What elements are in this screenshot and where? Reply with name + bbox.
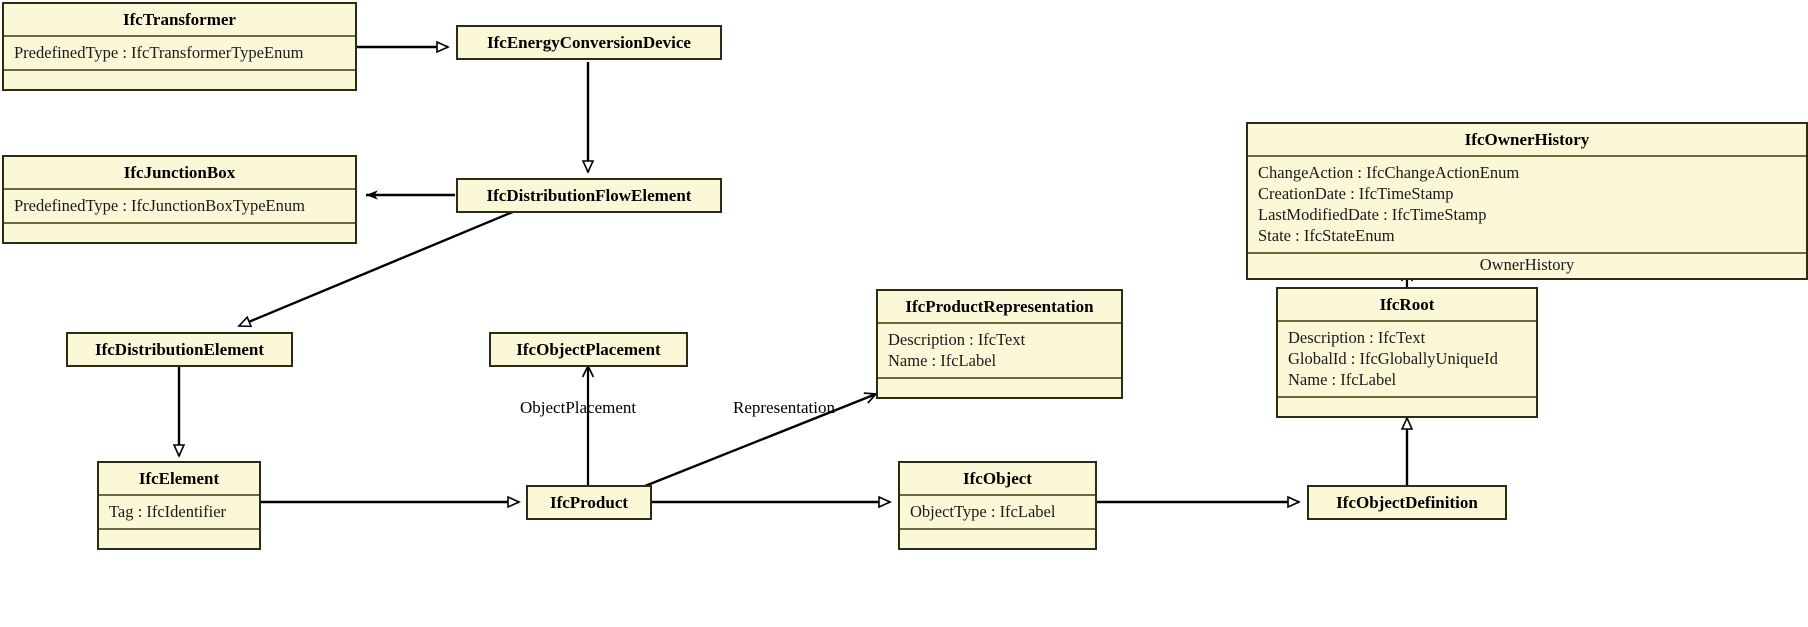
attribute-row: Description : IfcText bbox=[888, 330, 1026, 349]
class-box-ifcjunctionbox[interactable]: IfcJunctionBox PredefinedType : IfcJunct… bbox=[2, 155, 357, 245]
attribute-row: Name : IfcLabel bbox=[1288, 370, 1397, 390]
attribute-row: GlobalId : IfcGloballyUniqueId bbox=[1288, 349, 1498, 369]
class-title-ifcproduct: IfcProduct bbox=[549, 493, 629, 512]
class-operations-empty bbox=[900, 530, 1095, 548]
class-title-ifcobjectplacement: IfcObjectPlacement bbox=[516, 340, 661, 359]
edge-label-object-placement: ObjectPlacement bbox=[520, 398, 637, 417]
class-box-ifcobjectplacement[interactable]: IfcObjectPlacement bbox=[489, 332, 688, 367]
compartment-divider bbox=[900, 528, 1095, 531]
compartment-divider bbox=[1278, 396, 1536, 399]
class-title-ifcobject: IfcObject bbox=[963, 469, 1032, 488]
attribute-row: Name : IfcLabel bbox=[888, 351, 997, 371]
class-title-ifcownerhistory: IfcOwnerHistory bbox=[1464, 130, 1590, 149]
class-attributes-ifcownerhistory: ChangeAction : IfcChangeActionEnum Creat… bbox=[1248, 157, 1806, 252]
class-box-ifcelement[interactable]: IfcElement Tag : IfcIdentifier bbox=[97, 461, 261, 551]
compartment-divider bbox=[99, 494, 259, 496]
attribute-row: Tag : IfcIdentifier bbox=[109, 502, 227, 521]
compartment-divider bbox=[4, 188, 355, 190]
class-operations-empty bbox=[878, 379, 1121, 397]
class-attributes-ifcjunctionbox: PredefinedType : IfcJunctionBoxTypeEnum bbox=[4, 190, 355, 222]
class-title-ifctransformer: IfcTransformer bbox=[123, 10, 236, 29]
compartment-divider bbox=[4, 222, 355, 225]
compartment-divider bbox=[99, 528, 259, 531]
attribute-row: PredefinedType : IfcTransformerTypeEnum bbox=[14, 43, 304, 62]
compartment-divider bbox=[4, 35, 355, 37]
class-operations-empty bbox=[1278, 398, 1536, 416]
class-title-ifcdistributionflowelement: IfcDistributionFlowElement bbox=[486, 186, 692, 205]
edge-label-representation: Representation bbox=[733, 398, 835, 417]
attribute-row: PredefinedType : IfcJunctionBoxTypeEnum bbox=[14, 196, 305, 215]
class-title-ifcenergyconversiondevice: IfcEnergyConversionDevice bbox=[487, 33, 691, 52]
class-box-ifcenergyconversiondevice[interactable]: IfcEnergyConversionDevice bbox=[456, 25, 722, 60]
class-title-ifcelement: IfcElement bbox=[138, 469, 220, 488]
compartment-divider bbox=[1248, 252, 1806, 255]
class-operations-empty bbox=[4, 224, 355, 242]
class-box-ifcownerhistory[interactable]: IfcOwnerHistory ChangeAction : IfcChange… bbox=[1246, 122, 1808, 281]
class-title-ifcproductrepresentation: IfcProductRepresentation bbox=[905, 297, 1094, 316]
class-attributes-ifcproductrepresentation: Description : IfcText Name : IfcLabel bbox=[878, 324, 1121, 377]
attribute-row: ChangeAction : IfcChangeActionEnum bbox=[1258, 163, 1520, 182]
class-box-ifcdistributionelement[interactable]: IfcDistributionElement bbox=[66, 332, 293, 367]
attribute-row: Description : IfcText bbox=[1288, 328, 1426, 347]
class-box-ifcroot[interactable]: IfcRoot Description : IfcText GlobalId :… bbox=[1276, 287, 1538, 419]
compartment-divider bbox=[4, 69, 355, 72]
class-box-ifcdistributionflowelement[interactable]: IfcDistributionFlowElement bbox=[456, 178, 722, 213]
class-attributes-ifctransformer: PredefinedType : IfcTransformerTypeEnum bbox=[4, 37, 355, 69]
compartment-divider bbox=[1248, 155, 1806, 157]
compartment-divider bbox=[1278, 320, 1536, 322]
class-operations-empty bbox=[99, 530, 259, 548]
compartment-divider bbox=[900, 494, 1095, 496]
class-box-ifcproduct[interactable]: IfcProduct bbox=[526, 485, 652, 520]
class-attributes-ifcobject: ObjectType : IfcLabel bbox=[900, 496, 1095, 528]
class-box-ifcproductrepresentation[interactable]: IfcProductRepresentation Description : I… bbox=[876, 289, 1123, 400]
class-title-ifcobjectdefinition: IfcObjectDefinition bbox=[1336, 493, 1478, 512]
class-box-ifctransformer[interactable]: IfcTransformer PredefinedType : IfcTrans… bbox=[2, 2, 357, 92]
attribute-row: ObjectType : IfcLabel bbox=[910, 502, 1056, 521]
attribute-row: State : IfcStateEnum bbox=[1258, 226, 1395, 246]
class-title-ifcdistributionelement: IfcDistributionElement bbox=[94, 340, 265, 359]
class-attributes-ifcroot: Description : IfcText GlobalId : IfcGlob… bbox=[1278, 322, 1536, 396]
class-title-ifcjunctionbox: IfcJunctionBox bbox=[123, 163, 236, 182]
class-box-ifcobject[interactable]: IfcObject ObjectType : IfcLabel bbox=[898, 461, 1097, 551]
compartment-divider bbox=[878, 322, 1121, 324]
class-box-ifcobjectdefinition[interactable]: IfcObjectDefinition bbox=[1307, 485, 1507, 520]
class-attributes-ifcelement: Tag : IfcIdentifier bbox=[99, 496, 259, 528]
class-title-ifcroot: IfcRoot bbox=[1379, 295, 1435, 314]
class-operations-empty bbox=[4, 71, 355, 89]
class-footer-ownerhistory: OwnerHistory bbox=[1479, 255, 1575, 275]
attribute-row: LastModifiedDate : IfcTimeStamp bbox=[1258, 205, 1487, 225]
compartment-divider bbox=[878, 377, 1121, 380]
attribute-row: CreationDate : IfcTimeStamp bbox=[1258, 184, 1454, 204]
